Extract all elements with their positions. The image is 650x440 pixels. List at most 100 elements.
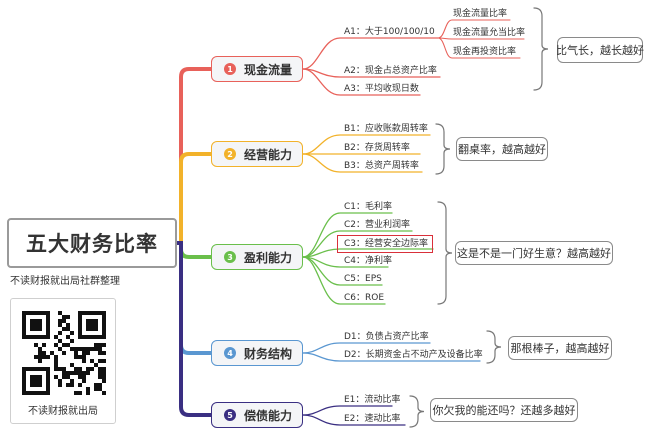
qr-module xyxy=(54,359,58,363)
qr-module xyxy=(54,375,58,379)
category-solvency[interactable]: 5 偿债能力 xyxy=(211,402,303,428)
root-caption: 不读财报就出局社群整理 xyxy=(10,276,120,287)
qr-module xyxy=(54,343,58,347)
bracket-b xyxy=(435,123,451,175)
leaf-connector xyxy=(302,405,393,416)
qr-module xyxy=(66,315,70,319)
badge-icon: 4 xyxy=(224,347,236,359)
qr-module xyxy=(98,367,102,371)
qr-module xyxy=(62,371,66,375)
leaf-connector xyxy=(302,256,386,305)
qr-module xyxy=(86,351,90,355)
leaf-connector xyxy=(302,248,434,258)
qr-module xyxy=(90,359,94,363)
qr-module xyxy=(102,351,106,355)
trunk-branch xyxy=(175,67,213,245)
category-label: 经营能力 xyxy=(244,147,293,162)
qr-module xyxy=(98,375,102,379)
qr-module xyxy=(66,323,70,327)
qr-module xyxy=(66,383,70,387)
category-financial-structure[interactable]: 4 财务结构 xyxy=(211,340,303,366)
qr-module xyxy=(78,367,82,371)
sub-connector xyxy=(437,37,521,59)
qr-caption: 不读财报就出局 xyxy=(28,406,98,417)
qr-module xyxy=(66,327,70,331)
qr-module xyxy=(74,347,78,351)
category-cash-flow[interactable]: 1 现金流量 xyxy=(211,56,303,82)
leaf-c3-highlight[interactable]: C3：经营安全边际率 xyxy=(337,235,433,253)
badge-icon: 5 xyxy=(224,409,236,421)
leaf-a1-2[interactable]: 现金流量允当比率 xyxy=(453,28,526,38)
qr-module xyxy=(94,387,98,391)
leaf-connector xyxy=(302,414,406,426)
qr-module xyxy=(42,351,46,355)
category-label: 偿债能力 xyxy=(244,408,293,423)
qr-module xyxy=(74,371,78,375)
leaf-a1[interactable]: A1：大于100/100/10 xyxy=(344,27,435,37)
qr-module xyxy=(62,375,66,379)
qr-module xyxy=(42,355,46,359)
qr-module xyxy=(74,351,78,355)
qr-module xyxy=(70,383,74,387)
sub-connector xyxy=(437,19,511,39)
trunk-branch xyxy=(175,152,213,245)
leaf-c1[interactable]: C1：毛利率 xyxy=(344,202,393,212)
qr-module xyxy=(82,359,86,363)
qr-module xyxy=(82,351,86,355)
qr-module xyxy=(70,379,74,383)
category-profitability[interactable]: 3 盈利能力 xyxy=(211,244,303,270)
qr-module xyxy=(78,347,82,351)
leaf-connector xyxy=(302,68,421,96)
qr-module xyxy=(54,363,58,367)
note-financial-structure: 那根棒子，越高越好 xyxy=(508,336,612,360)
leaf-d2[interactable]: D2：长期资金占不动产及设备比率 xyxy=(344,350,483,360)
qr-module xyxy=(38,355,42,359)
leaf-d1[interactable]: D1：负债占资产比率 xyxy=(344,332,429,342)
qr-module xyxy=(62,367,66,371)
qr-module xyxy=(74,355,78,359)
root-node[interactable]: 五大财务比率 xyxy=(7,218,177,268)
qr-module xyxy=(98,359,102,363)
leaf-b1[interactable]: B1：应收账款周转率 xyxy=(344,124,428,134)
leaf-b2[interactable]: B2：存货周转率 xyxy=(344,143,410,153)
qr-module xyxy=(62,343,66,347)
bracket-d xyxy=(486,330,502,364)
qr-module xyxy=(102,375,106,379)
qr-module xyxy=(58,367,62,371)
badge-icon: 2 xyxy=(224,148,236,160)
leaf-c6[interactable]: C6：ROE xyxy=(344,293,385,303)
qr-module xyxy=(102,359,106,363)
leaf-a1-3[interactable]: 现金再投资比率 xyxy=(453,47,517,57)
qr-module xyxy=(42,343,46,347)
qr-module xyxy=(58,347,62,351)
leaf-a3[interactable]: A3：平均收现日数 xyxy=(344,84,419,94)
qr-module xyxy=(82,371,86,375)
leaf-e2[interactable]: E2：速动比率 xyxy=(344,414,401,424)
qr-module xyxy=(66,375,70,379)
qr-module xyxy=(82,347,86,351)
leaf-a1-1[interactable]: 现金流量比率 xyxy=(453,9,508,19)
leaf-c4[interactable]: C4：净利率 xyxy=(344,256,393,266)
qr-module xyxy=(70,363,74,367)
qr-module xyxy=(50,351,54,355)
qr-module xyxy=(74,367,78,371)
qr-module xyxy=(58,331,62,335)
leaf-a2[interactable]: A2：现金占总资产比率 xyxy=(344,66,437,76)
leaf-c2[interactable]: C2：营业利润率 xyxy=(344,220,411,230)
leaf-b3[interactable]: B3：总资产周转率 xyxy=(344,161,419,171)
qr-module xyxy=(58,339,62,343)
qr-module xyxy=(78,391,82,395)
qr-module xyxy=(90,347,94,351)
qr-module xyxy=(34,355,38,359)
qr-module xyxy=(34,343,38,347)
leaf-connector xyxy=(302,134,431,155)
qr-module xyxy=(86,391,90,395)
leaf-e1[interactable]: E1：流动比率 xyxy=(344,395,401,405)
qr-module xyxy=(62,327,66,331)
leaf-c5[interactable]: C5：EPS xyxy=(344,274,382,284)
category-operating[interactable]: 2 经营能力 xyxy=(211,141,303,167)
qr-module xyxy=(86,387,90,391)
qr-module xyxy=(102,391,106,395)
qr-module xyxy=(70,331,74,335)
qr-module xyxy=(58,383,62,387)
